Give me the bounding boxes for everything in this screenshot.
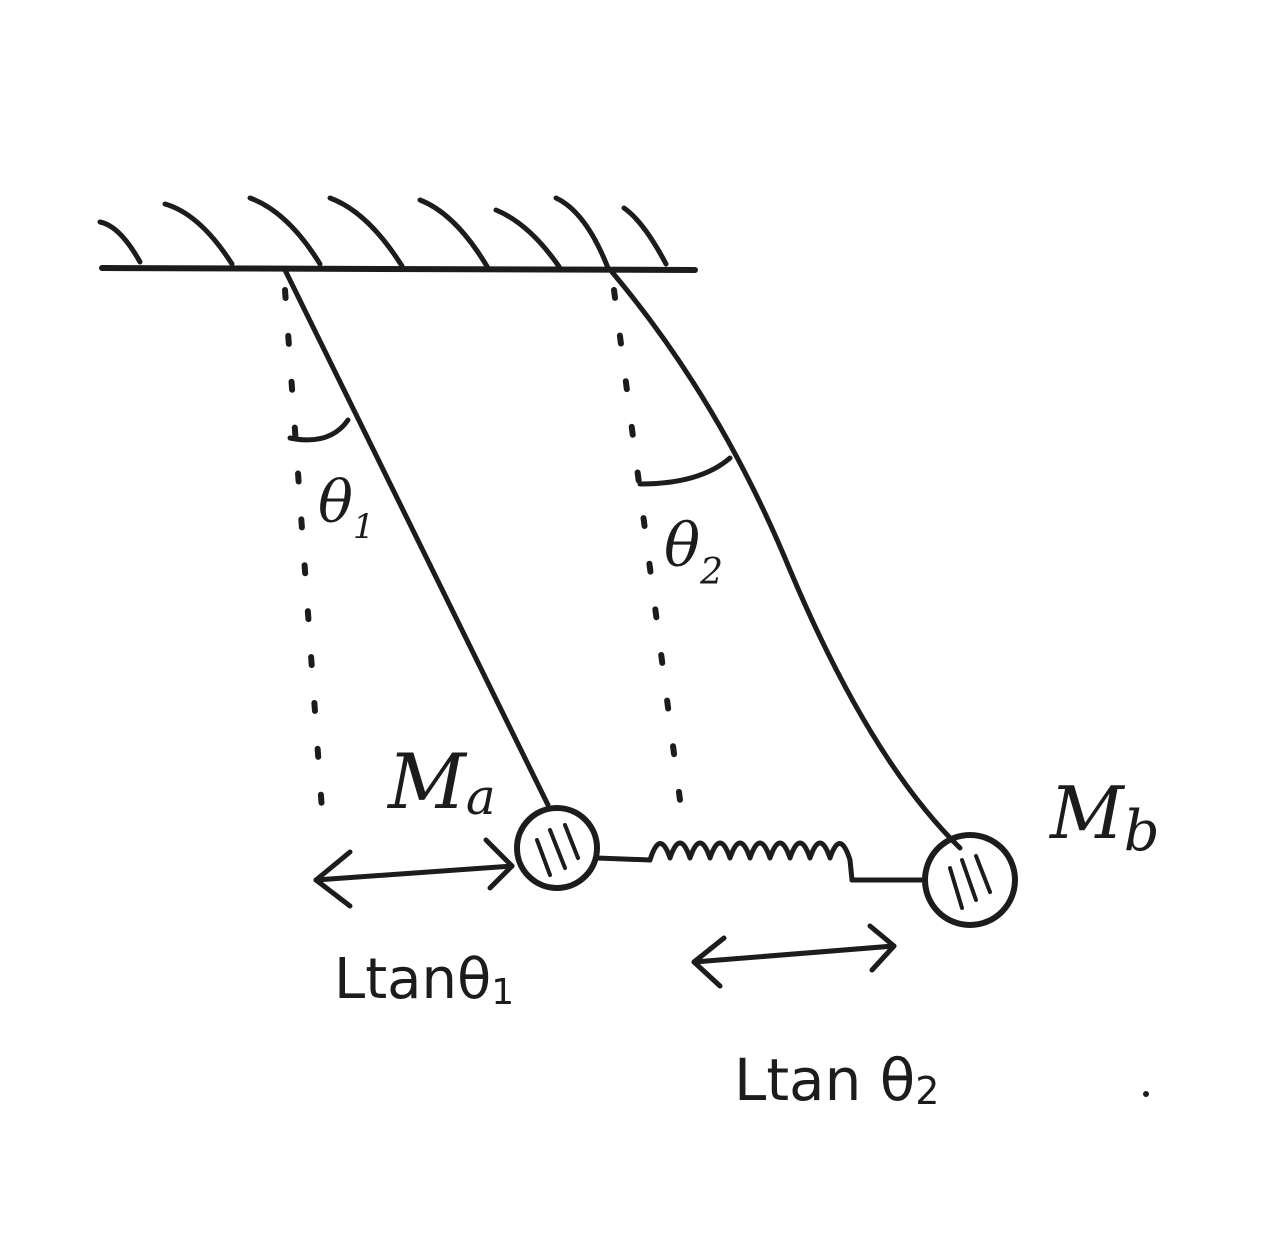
- pendulum-string-b: [609, 269, 963, 851]
- mass-b-label: Mb: [1048, 771, 1160, 864]
- displacement-2-label: Ltan θ2: [734, 1046, 939, 1114]
- angle-arc-2: [637, 455, 733, 487]
- theta2-label: θ2: [664, 511, 723, 593]
- theta1-label: θ1: [318, 468, 375, 547]
- mass-a-bob: [514, 805, 600, 891]
- coupling-spring: [594, 840, 928, 883]
- displacement-arrow-2: [691, 923, 897, 989]
- vertical-reference-1: [282, 287, 325, 813]
- displacement-1-label: Ltanθ1: [334, 947, 514, 1013]
- ceiling-hatching: [97, 195, 669, 271]
- mass-a-label: Ma: [386, 737, 496, 826]
- ink-dot: [1143, 1091, 1149, 1097]
- angle-arc-1: [287, 417, 351, 443]
- ceiling-support: [97, 195, 698, 273]
- ceiling-line: [99, 265, 698, 273]
- displacement-arrow-1: [313, 837, 515, 909]
- pendulum-string-a: [282, 267, 551, 808]
- mass-b-bob: [922, 832, 1018, 928]
